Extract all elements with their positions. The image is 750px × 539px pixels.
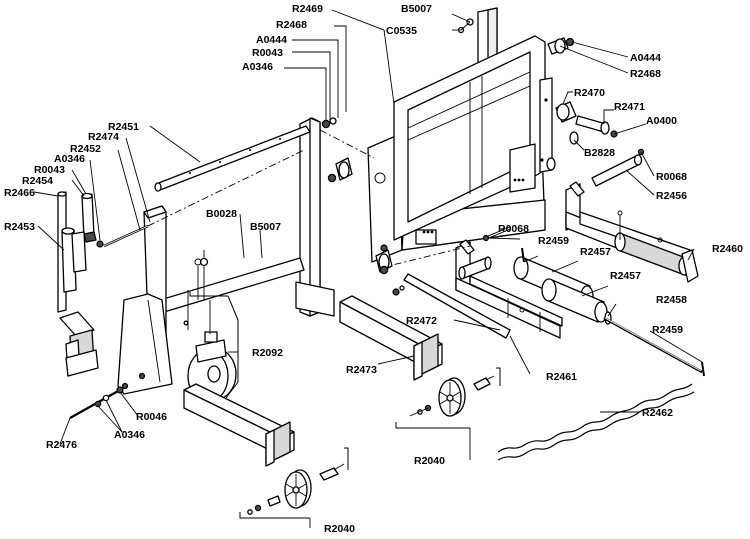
callout-r2468-right: R2468 [630, 68, 661, 80]
callout-r2468-left: R2468 [276, 19, 307, 31]
top-hardware [457, 18, 474, 34]
callout-r2469: R2469 [292, 3, 323, 15]
callout-r2476: R2476 [46, 439, 77, 451]
callout-r2454: R2454 [22, 175, 53, 187]
upright-bushings [321, 117, 393, 275]
long-rods [103, 125, 471, 269]
long-rod [603, 316, 703, 374]
middle-leg [339, 295, 443, 381]
callout-r2458: R2458 [656, 294, 687, 306]
leader-lines [33, 9, 703, 445]
callout-r2456: R2456 [656, 190, 687, 202]
callout-a0346-bottom: A0346 [114, 429, 145, 441]
callout-r2459-top: R2459 [538, 235, 569, 247]
callout-b2828: B2828 [584, 147, 615, 159]
lower-bracket [455, 239, 563, 339]
callout-r2040-middle: R2040 [414, 455, 445, 467]
upright-frame [367, 7, 553, 263]
callout-r2471: R2471 [614, 101, 645, 113]
callout-r2461: R2461 [546, 371, 577, 383]
callout-r0043-left: R0043 [34, 164, 65, 176]
wheel-middle [409, 375, 495, 417]
callout-r2474: R2474 [88, 131, 119, 143]
front-leg [183, 383, 295, 467]
callout-a0346-top: A0346 [242, 61, 273, 73]
callout-b5007-top: B5007 [401, 3, 432, 15]
wheel-bottom [247, 463, 345, 515]
chain [497, 383, 695, 461]
callout-b5007-left: B5007 [250, 221, 281, 233]
callout-a0444-right: A0444 [630, 52, 661, 64]
callout-a0346-left: A0346 [54, 153, 85, 165]
callout-r0068-right: R0068 [656, 171, 687, 183]
callout-r2470: R2470 [574, 87, 605, 99]
bracket-middle-wheel [395, 367, 501, 460]
callout-r0068-middle: R0068 [498, 223, 529, 235]
callout-labels: B5007 C0535 R2469 R2468 A0444 R0043 A034… [4, 3, 743, 535]
front-bolt [69, 386, 124, 419]
bracket-bottom-wheel [239, 447, 349, 528]
callout-r2453: R2453 [4, 221, 35, 233]
callout-c0535: C0535 [386, 25, 417, 37]
callout-r2452: R2452 [70, 143, 101, 155]
callout-r0043-top: R0043 [252, 47, 283, 59]
callout-r2457-lower: R2457 [610, 270, 641, 282]
callout-r2472: R2472 [406, 315, 437, 327]
left-frame [117, 117, 335, 395]
callout-a0400: A0400 [646, 115, 677, 127]
handle-rod [392, 256, 511, 339]
callout-r2466: R2466 [4, 187, 35, 199]
jack-assembly [57, 191, 104, 377]
small-pins [482, 226, 705, 377]
callout-r2451: R2451 [108, 121, 139, 133]
callout-r2462: R2462 [642, 407, 673, 419]
callout-r2473: R2473 [346, 364, 377, 376]
callout-r2092: R2092 [252, 347, 283, 359]
roller-bracket [565, 181, 699, 283]
callout-b0028: B0028 [206, 208, 237, 220]
callout-r2460: R2460 [712, 243, 743, 255]
rollers [513, 256, 612, 325]
callout-a0444-left: A0444 [256, 34, 287, 46]
callout-r2459-right: R2459 [652, 324, 683, 336]
callout-r0046: R0046 [136, 411, 167, 423]
callout-r2457-top: R2457 [580, 246, 611, 258]
callout-r2040-bottom: R2040 [324, 523, 355, 535]
bracket-caster [189, 292, 239, 399]
